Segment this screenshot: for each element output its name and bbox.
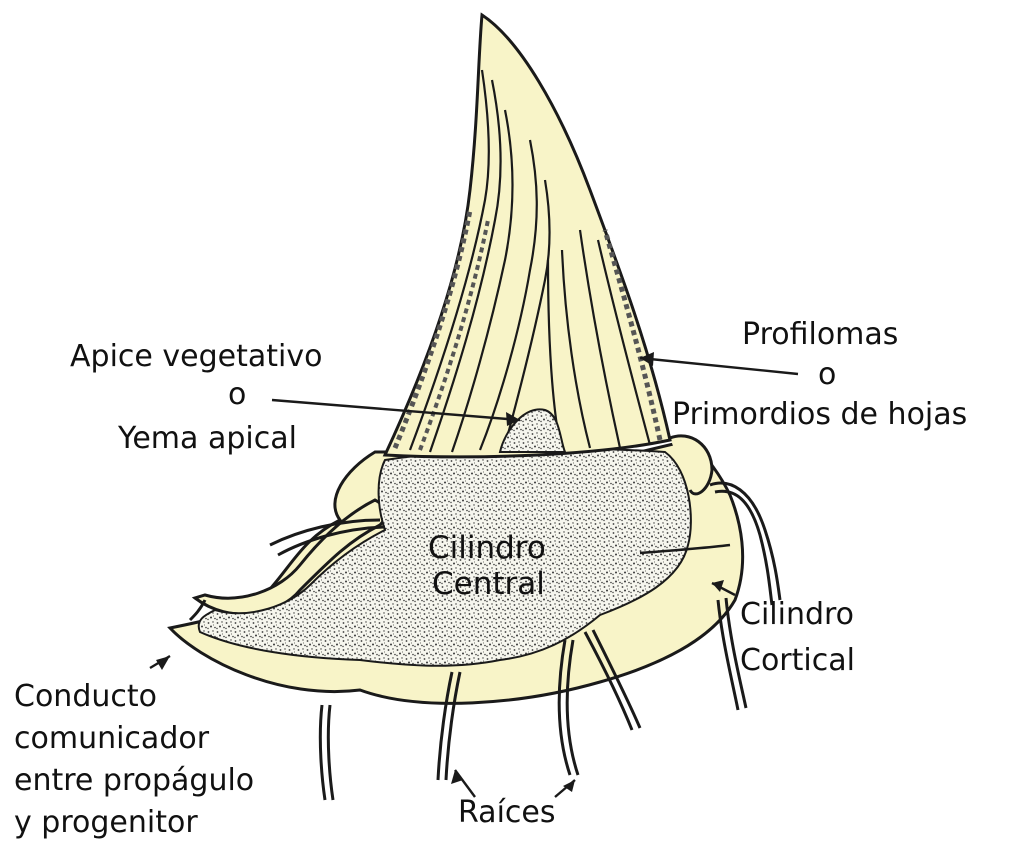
label-cilindro-central-1: Cilindro: [428, 532, 546, 564]
label-raices: Raíces: [458, 796, 556, 829]
label-primordios: Primordios de hojas: [672, 398, 967, 431]
label-conducto-1: Conducto: [14, 680, 157, 713]
label-apice-vegetativo: Apice vegetativo: [70, 340, 322, 373]
label-cilindro-cortical-2: Cortical: [740, 644, 855, 677]
label-profilomas: Profilomas: [742, 318, 898, 351]
label-yema-apical: Yema apical: [118, 422, 297, 455]
label-conducto-4: y progenitor: [14, 806, 198, 839]
leaf-cone-shape: [385, 15, 670, 457]
label-cilindro-cortical-1: Cilindro: [740, 598, 854, 631]
label-conducto-3: entre propágulo: [14, 764, 254, 797]
label-conducto-2: comunicador: [14, 722, 209, 755]
label-apice-o: o: [228, 378, 246, 411]
label-cilindro-central-2: Central: [432, 568, 545, 600]
label-profilomas-o: o: [818, 358, 836, 391]
